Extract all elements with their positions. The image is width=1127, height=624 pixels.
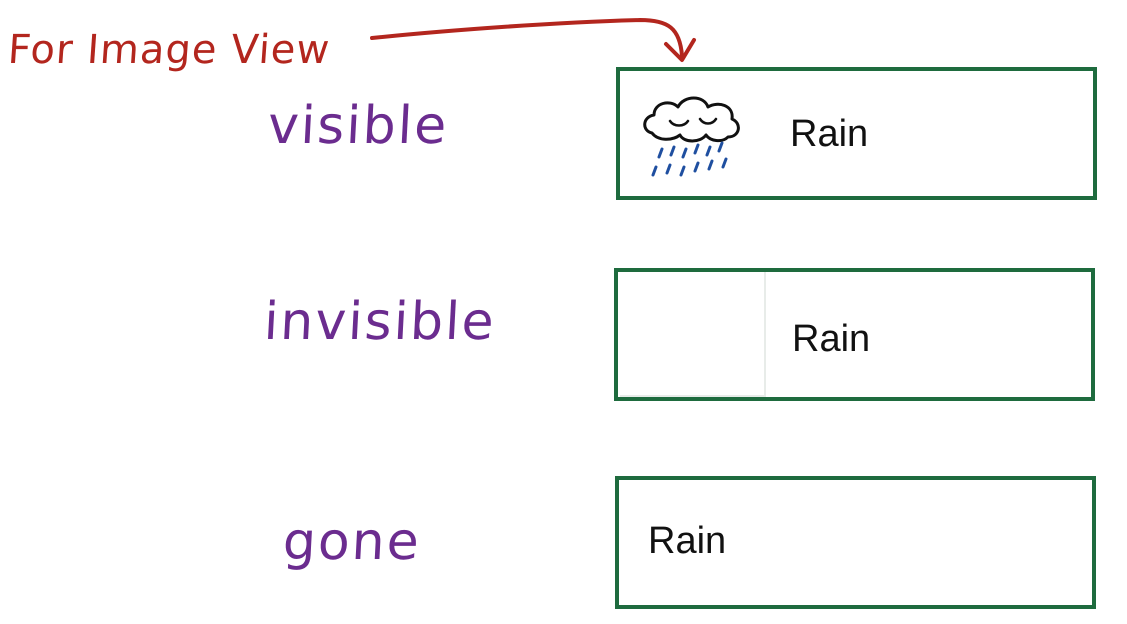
row-invisible: Rain	[614, 268, 1095, 401]
row-label-rain: Rain	[648, 520, 727, 562]
hidden-image-placeholder	[620, 272, 766, 397]
row-label-rain: Rain	[792, 318, 871, 360]
state-label-gone: gone	[281, 512, 423, 572]
row-visible: Rain	[616, 67, 1097, 200]
annotation-text: For Image View	[6, 27, 332, 73]
rain-cloud-icon	[643, 96, 740, 177]
row-gone: Rain	[615, 476, 1096, 609]
row-label-rain: Rain	[790, 113, 869, 155]
state-label-visible: visible	[266, 96, 450, 156]
state-label-invisible: invisible	[262, 292, 498, 352]
